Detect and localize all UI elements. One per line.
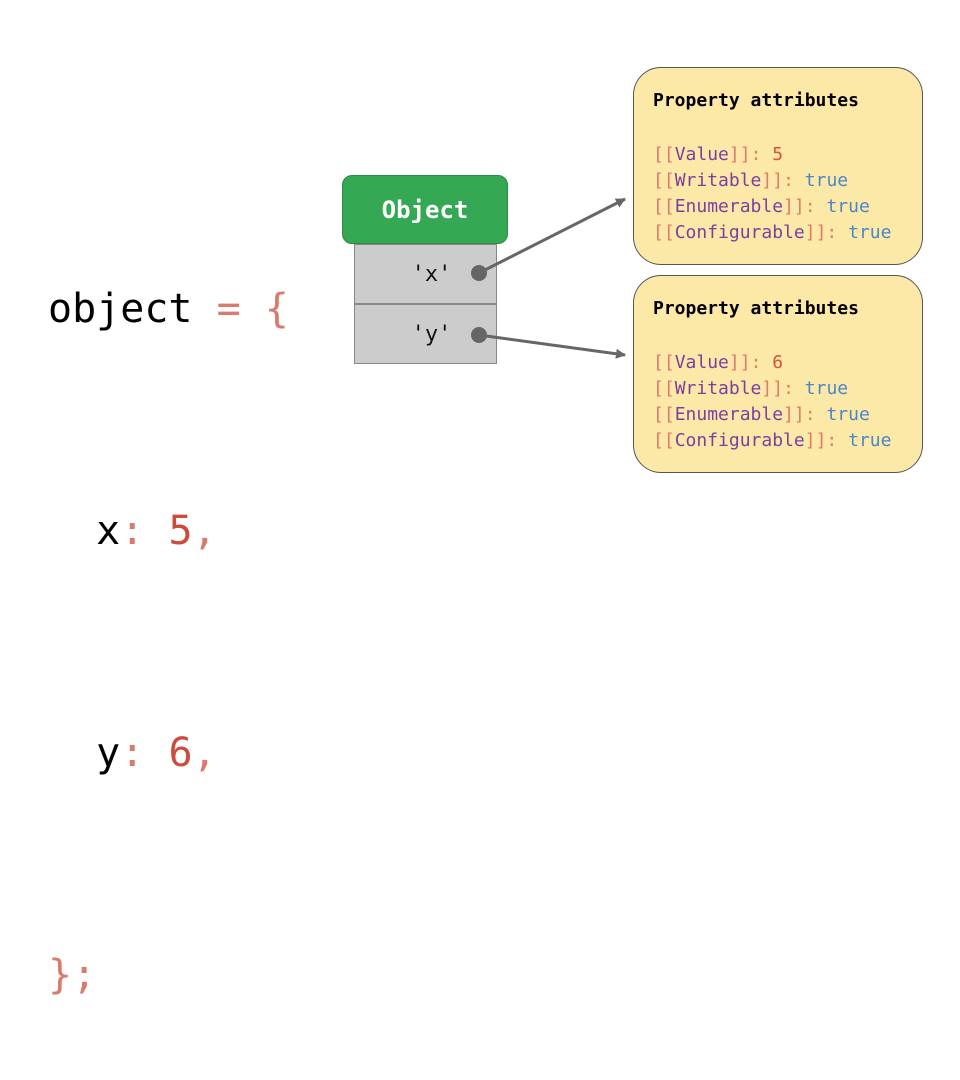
slot-label-y: 'y' xyxy=(411,321,452,347)
attr-configurable-row: [[Configurable]]: true xyxy=(653,428,891,454)
slot-label-x: 'x' xyxy=(411,261,452,287)
attr-name: Configurable xyxy=(674,430,805,451)
code-line-2: x: 5, xyxy=(48,494,289,568)
bracket-close: ]] xyxy=(728,144,751,165)
attr-name: Configurable xyxy=(674,222,805,243)
bracket-open: [[ xyxy=(653,144,675,165)
attr-value-row: [[Value]]: 6 xyxy=(653,350,891,376)
code-key-y: y xyxy=(96,730,121,776)
attr-value: true xyxy=(848,222,892,243)
attr-value: true xyxy=(848,430,892,451)
attr-value: true xyxy=(804,378,849,399)
attr-colon: : xyxy=(750,352,773,373)
attributes-title: Property attributes xyxy=(653,90,859,111)
attr-colon: : xyxy=(826,430,849,451)
attributes-title: Property attributes xyxy=(653,298,859,319)
attr-colon: : xyxy=(783,170,805,191)
code-key-x: x xyxy=(96,508,121,554)
attr-enumerable-row: [[Enumerable]]: true xyxy=(653,402,891,428)
code-value-y: 6 xyxy=(168,730,193,776)
bracket-close: ]] xyxy=(804,430,827,451)
attr-value: 6 xyxy=(772,352,784,373)
attr-colon: : xyxy=(804,404,827,425)
code-line-4: }; xyxy=(48,938,289,1012)
attr-name: Writable xyxy=(674,170,762,191)
object-slot-x: 'x' xyxy=(354,244,497,304)
object-slot-y: 'y' xyxy=(354,304,497,364)
code-comma: , xyxy=(192,508,217,554)
code-line-3: y: 6, xyxy=(48,716,289,790)
code-identifier: object xyxy=(48,286,193,332)
bracket-close: ]] xyxy=(783,404,805,425)
code-value-x: 5 xyxy=(168,508,193,554)
bracket-open: [[ xyxy=(653,352,675,373)
attr-value: true xyxy=(826,196,870,217)
bracket-close: ]] xyxy=(804,222,827,243)
code-comma: , xyxy=(192,730,217,776)
attr-name: Value xyxy=(674,144,729,165)
attr-name: Value xyxy=(674,352,729,373)
code-line-1: object = { xyxy=(48,272,289,346)
attr-name: Enumerable xyxy=(674,196,784,217)
attr-colon: : xyxy=(804,196,827,217)
attributes-list: [[Value]]: 5[[Writable]]: true[[Enumerab… xyxy=(653,142,891,246)
code-colon: : xyxy=(120,508,145,554)
attr-value: true xyxy=(826,404,870,425)
bracket-open: [[ xyxy=(653,430,675,451)
attributes-list: [[Value]]: 6[[Writable]]: true[[Enumerab… xyxy=(653,350,891,454)
bracket-open: [[ xyxy=(653,170,675,191)
attr-value: 5 xyxy=(772,144,784,165)
code-snippet: object = { x: 5, y: 6, }; xyxy=(48,124,289,1080)
bracket-close: ]] xyxy=(783,196,805,217)
code-assign: = { xyxy=(192,286,289,332)
code-close: }; xyxy=(48,952,97,998)
bracket-open: [[ xyxy=(653,404,675,425)
attr-configurable-row: [[Configurable]]: true xyxy=(653,220,891,246)
bracket-open: [[ xyxy=(653,196,675,217)
bracket-close: ]] xyxy=(761,170,784,191)
arrow-y-to-attributes xyxy=(478,333,626,359)
code-colon: : xyxy=(120,730,145,776)
attr-name: Enumerable xyxy=(674,404,784,425)
attr-colon: : xyxy=(750,144,773,165)
property-attributes-x: Property attributes [[Value]]: 5[[Writab… xyxy=(633,67,923,265)
attr-writable-row: [[Writable]]: true xyxy=(653,168,891,194)
attr-value: true xyxy=(804,170,849,191)
bracket-close: ]] xyxy=(761,378,784,399)
attr-colon: : xyxy=(783,378,805,399)
bracket-open: [[ xyxy=(653,378,675,399)
object-header: Object xyxy=(342,175,508,244)
bracket-open: [[ xyxy=(653,222,675,243)
attr-name: Writable xyxy=(674,378,762,399)
attr-writable-row: [[Writable]]: true xyxy=(653,376,891,402)
attr-value-row: [[Value]]: 5 xyxy=(653,142,891,168)
bracket-close: ]] xyxy=(728,352,751,373)
attr-enumerable-row: [[Enumerable]]: true xyxy=(653,194,891,220)
property-attributes-y: Property attributes [[Value]]: 6[[Writab… xyxy=(633,275,923,473)
attr-colon: : xyxy=(826,222,849,243)
